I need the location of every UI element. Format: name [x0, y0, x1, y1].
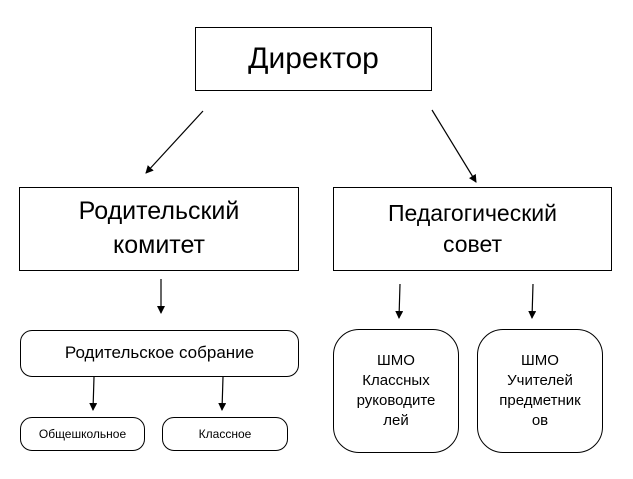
- arrow-council-to-smo-class: [395, 283, 404, 319]
- arrow-meeting-to-class-level: [218, 376, 227, 411]
- smo-subject-line-2: Учителей: [507, 371, 573, 389]
- parent-committee-line-2: комитет: [113, 231, 205, 259]
- smo-class-teachers-box: ШМО Классных руководите лей: [333, 329, 459, 453]
- class-level-box: Классное: [162, 417, 288, 451]
- school-wide-box: Общешкольное: [20, 417, 145, 451]
- smo-subject-teachers-box: ШМО Учителей предметник ов: [477, 329, 603, 453]
- parent-committee-label: Родительский комитет: [79, 195, 240, 263]
- pedagogical-council-label: Педагогический совет: [388, 198, 557, 260]
- smo-class-line-2: Классных: [362, 371, 430, 389]
- smo-class-line-3: руководите: [356, 392, 436, 409]
- arrow-director-to-ped-council: [431, 109, 477, 183]
- smo-subject-line-1: ШМО: [521, 351, 559, 369]
- parent-meeting-label: Родительское собрание: [64, 343, 255, 363]
- pedagogical-council-box: Педагогический совет: [333, 187, 612, 271]
- director-label: Директор: [248, 41, 379, 75]
- smo-class-teachers-label: ШМО Классных руководите лей: [357, 351, 436, 432]
- smo-class-line-4: лей: [383, 412, 409, 430]
- director-box: Директор: [195, 27, 432, 91]
- smo-subject-line-4: ов: [531, 412, 549, 430]
- pedagogical-council-line-1: Педагогический: [388, 199, 557, 226]
- smo-class-line-1: ШМО: [377, 351, 415, 369]
- arrow-director-to-parent-committee: [145, 110, 204, 174]
- parent-meeting-box: Родительское собрание: [20, 330, 299, 377]
- arrow-council-to-smo-subject: [528, 283, 537, 319]
- class-level-label: Классное: [198, 426, 252, 441]
- parent-committee-box: Родительский комитет: [19, 187, 299, 271]
- pedagogical-council-line-2: совет: [442, 231, 503, 257]
- school-wide-label: Общешкольное: [38, 426, 127, 441]
- smo-subject-line-3: предметник: [499, 392, 581, 409]
- arrow-meeting-to-school-wide: [89, 376, 98, 411]
- smo-subject-teachers-label: ШМО Учителей предметник ов: [499, 351, 580, 432]
- parent-committee-line-1: Родительский: [78, 197, 240, 226]
